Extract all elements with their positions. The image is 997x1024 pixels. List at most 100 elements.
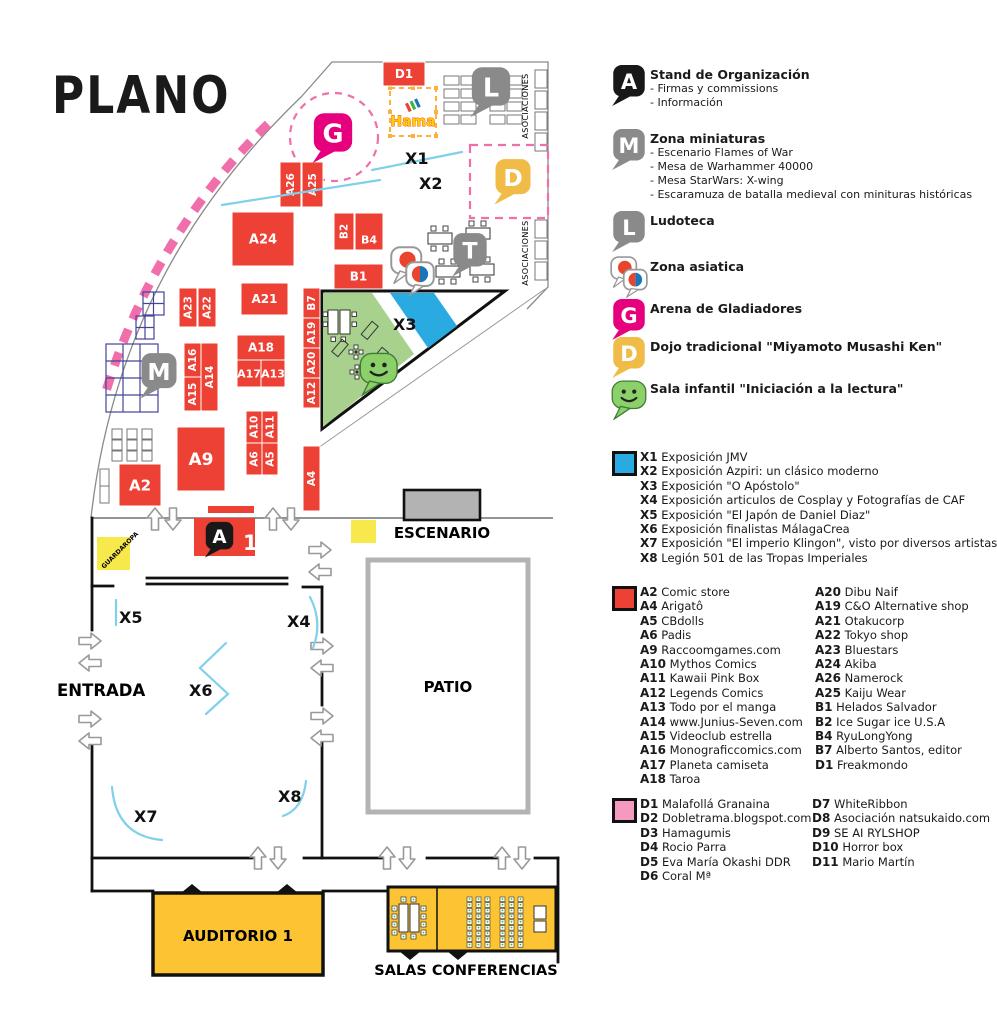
stand-A19: A19 — [302, 317, 321, 349]
stand-A6: A6 — [245, 442, 263, 476]
salas-conferencias: SALAS CONFERENCIAS — [374, 885, 558, 979]
list-item: A26 Namerock — [815, 671, 904, 686]
list-item: X4 Exposición articulos de Cosplay y Fot… — [640, 493, 966, 508]
zone-icon: A — [610, 64, 650, 110]
svg-text:M: M — [147, 358, 170, 386]
zone-subline: - Información — [650, 96, 723, 109]
list-item: X3 Exposición "O Apóstolo" — [640, 478, 800, 493]
zone-subline: - Escaramuza de batalla medieval con min… — [650, 188, 973, 201]
list-item: D5 Eva María Okashi DDR — [640, 854, 791, 869]
arena-dashed-circle — [288, 91, 380, 183]
svg-text:A14: A14 — [204, 366, 216, 389]
list-item: X1 Exposición JMV — [640, 450, 748, 464]
svg-text:M: M — [619, 134, 640, 158]
asociaciones-strip: ASOCIACIONES ASOCIACIONES — [521, 69, 548, 286]
marker-X1: X1 — [405, 149, 428, 168]
zone-icon: G — [610, 298, 650, 344]
marker-X3: X3 — [393, 315, 416, 334]
asociaciones-label: ASOCIACIONES — [521, 73, 530, 138]
zone-icon — [610, 378, 650, 424]
red-counter — [208, 506, 254, 513]
svg-text:A5: A5 — [265, 451, 277, 466]
dojo-dashed-square — [468, 143, 550, 220]
smiley-bubble-icon — [359, 352, 398, 397]
list-item: A21 Otakucorp — [815, 613, 905, 628]
smiley-bubble-icon — [611, 380, 647, 421]
bubble-A-icon: A — [612, 65, 645, 106]
guardaropa: GUARDAROPA — [97, 531, 140, 570]
hama-stripes-icon — [405, 98, 421, 113]
bubble-G-icon: G — [612, 299, 645, 340]
bubble-M-icon: M — [140, 353, 177, 399]
svg-text:A11: A11 — [265, 416, 277, 439]
zone-label: Sala infantil "Iniciación a la lectura" — [650, 381, 904, 396]
stands-d-color-swatch — [612, 798, 637, 823]
list-item: D4 Rocio Parra — [640, 840, 727, 855]
svg-text:D1: D1 — [395, 67, 413, 81]
svg-text:A: A — [212, 527, 227, 548]
list-item: X7 Exposición "El imperio Klingon", vist… — [640, 536, 997, 551]
svg-text:G: G — [620, 304, 637, 328]
x-marker-lines — [110, 150, 464, 842]
stage — [402, 488, 482, 522]
svg-text:A4: A4 — [306, 471, 318, 486]
list-item: X5 Exposición "El Japón de Daniel Diaz" — [640, 507, 871, 522]
stand-A10: A10 — [245, 410, 263, 444]
stand-B1: B1 — [333, 263, 384, 290]
bubble-D-icon: D — [612, 337, 645, 378]
svg-text:A10: A10 — [249, 416, 261, 439]
svg-text:B1: B1 — [350, 270, 368, 284]
expo-triangle — [320, 289, 510, 433]
svg-text:A2: A2 — [129, 476, 151, 494]
list-item: D9 SE AI RYLSHOP — [812, 825, 920, 840]
list-item: B2 Ice Sugar ice U.S.A — [815, 714, 946, 729]
walls — [90, 516, 560, 964]
hall-boundary — [90, 61, 549, 519]
svg-text:A6: A6 — [249, 451, 261, 466]
list-item: D8 Asociación natsukaido.com — [812, 811, 991, 826]
list-item: X8 Legión 501 de las Tropas Imperiales — [640, 550, 868, 565]
zone-subline: - Firmas y commissions — [650, 82, 779, 95]
marker-X5: X5 — [119, 608, 142, 627]
list-item: B7 Alberto Santos, editor — [815, 743, 962, 758]
list-item: D1 Malafollá Granaina — [640, 797, 770, 811]
stand-B4: B4 — [354, 212, 384, 251]
svg-text:A12: A12 — [306, 382, 318, 405]
patio: PATIO — [365, 557, 531, 815]
list-item: A12 Legends Comics — [640, 685, 764, 700]
a1-number: 1 — [243, 531, 258, 555]
marker-X6: X6 — [189, 681, 212, 700]
stand-A5: A5 — [261, 442, 279, 476]
x3-expo-band — [390, 293, 457, 348]
list-item: D11 Mario Martín — [812, 854, 915, 869]
asociaciones-label: ASOCIACIONES — [521, 220, 530, 285]
list-item: D7 WhiteRibbon — [812, 797, 908, 811]
auditorio-label: AUDITORIO 1 — [183, 927, 293, 945]
svg-text:A16: A16 — [187, 349, 199, 372]
svg-text:A22: A22 — [202, 296, 214, 319]
entrada-label: ENTRADA — [57, 681, 146, 700]
zone-label: Ludoteca — [650, 213, 715, 228]
list-item: A14 www.Junius-Seven.com — [640, 714, 803, 729]
zone-subline: - Mesa de Warhammer 40000 — [650, 160, 814, 173]
zone-icon — [610, 256, 650, 302]
svg-text:D: D — [620, 342, 637, 366]
svg-text:A21: A21 — [252, 292, 278, 306]
list-item: A16 Monograficcomics.com — [640, 743, 802, 758]
svg-text:B7: B7 — [306, 295, 318, 310]
svg-text:L: L — [483, 74, 499, 104]
svg-text:A: A — [621, 70, 638, 94]
stand-D1: D1 — [382, 61, 426, 87]
list-item: A11 Kawaii Pink Box — [640, 671, 760, 686]
list-item: A6 Padis — [640, 628, 692, 643]
svg-text:A9: A9 — [189, 450, 214, 470]
stand-A22: A22 — [197, 287, 217, 328]
stand-B7: B7 — [302, 287, 321, 319]
stand-A16: A16 — [183, 342, 202, 378]
